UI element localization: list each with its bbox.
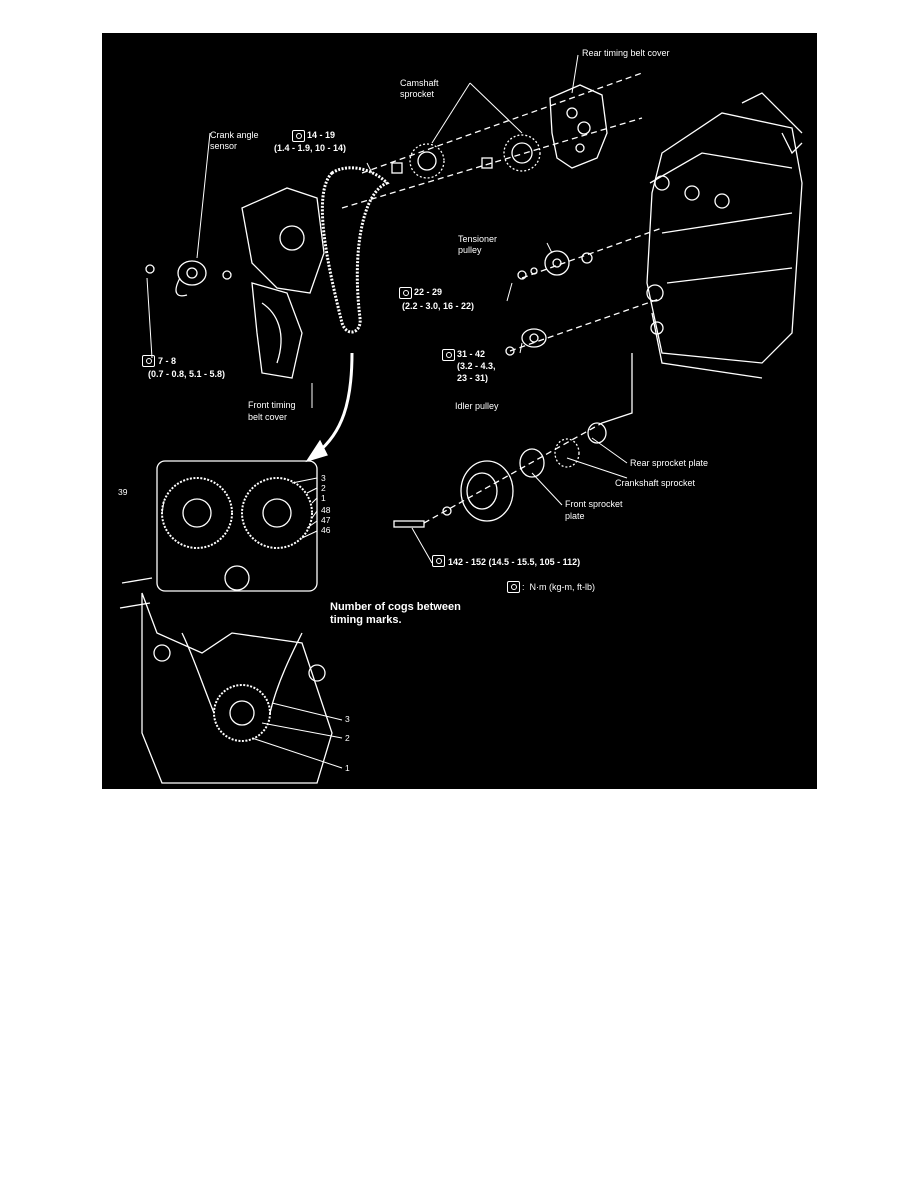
torque-14-19-units: (1.4 - 1.9, 10 - 14) <box>274 143 347 153</box>
rear-timing-belt-cover-label: Rear timing belt cover <box>582 48 670 58</box>
tensioner-pulley-label-line2: pulley <box>458 245 482 255</box>
front-sprocket-plate-label-line2: plate <box>565 511 585 521</box>
torque-142-152-label: 142 - 152 (14.5 - 15.5, 105 - 112) <box>448 557 581 567</box>
torque-14-19-value: 14 - 19 <box>307 130 336 140</box>
torque-22-29-units: (2.2 - 3.0, 16 - 22) <box>402 301 475 311</box>
torque-7-8-value: 7 - 8 <box>158 356 177 366</box>
exploded-view-art <box>119 54 803 784</box>
cog-count-48: 48 <box>321 505 331 515</box>
timing-marks-view <box>119 460 333 784</box>
crank-angle-sensor-label-line2: sensor <box>210 141 238 151</box>
camshaft-sprockets <box>409 134 541 179</box>
timing-belt <box>320 166 390 334</box>
front-timing-belt-cover <box>241 187 325 379</box>
camshaft-sprocket-label-line2: sprocket <box>400 89 435 99</box>
torque-31-42-units-line1: (3.2 - 4.3, <box>457 361 496 371</box>
cogs-note-line1: Number of cogs between <box>330 601 461 613</box>
crank-angle-sensor <box>145 260 232 297</box>
torque-unit-legend: : N·m (kg-m, ft-lb) <box>522 582 595 592</box>
torque-wrench-icon <box>292 130 305 142</box>
idler-pulley <box>505 328 547 356</box>
crankshaft-pulley-group <box>393 353 633 528</box>
torque-22-29-value: 22 - 29 <box>414 287 443 297</box>
engine-block <box>646 92 803 379</box>
camshaft-sprocket-label-line1: Camshaft <box>400 78 439 88</box>
rear-timing-belt-cover <box>549 84 608 169</box>
tensioner-pulley <box>517 250 593 280</box>
cog-count-3-bottom: 3 <box>345 714 350 724</box>
cog-count-47: 47 <box>321 515 331 525</box>
torque-wrench-icon <box>432 555 445 567</box>
front-timing-belt-cover-label-line1: Front timing <box>248 400 296 410</box>
torque-7-8-units: (0.7 - 0.8, 5.1 - 5.8) <box>148 369 226 379</box>
cog-count-46: 46 <box>321 525 331 535</box>
torque-wrench-icon <box>142 355 155 367</box>
rear-sprocket-plate-label: Rear sprocket plate <box>630 458 709 468</box>
crank-angle-sensor-label-line1: Crank angle <box>210 130 259 140</box>
cog-count-39: 39 <box>118 487 128 497</box>
torque-wrench-icon <box>399 287 412 299</box>
crankshaft-sprocket-label: Crankshaft sprocket <box>615 478 696 488</box>
cog-count-2-bottom: 2 <box>345 733 350 743</box>
idler-pulley-label: Idler pulley <box>455 401 499 411</box>
cog-count-1-bottom: 1 <box>345 763 350 773</box>
torque-31-42-value: 31 - 42 <box>457 349 486 359</box>
torque-wrench-icon <box>442 349 455 361</box>
cog-count-3-top: 3 <box>321 473 326 483</box>
front-timing-belt-cover-label-line2: belt cover <box>248 412 288 422</box>
cog-count-2-top: 2 <box>321 483 326 493</box>
tensioner-pulley-label-line1: Tensioner <box>458 234 498 244</box>
torque-31-42-units-line2: 23 - 31) <box>457 373 489 383</box>
timing-belt-diagram: Rear timing belt cover Camshaft sprocket… <box>102 33 817 789</box>
cog-count-1-top: 1 <box>321 493 326 503</box>
cogs-note-line2: timing marks. <box>330 614 402 626</box>
front-sprocket-plate-label-line1: Front sprocket <box>565 499 623 509</box>
leader-lines <box>146 54 628 769</box>
torque-wrench-icon <box>507 581 520 593</box>
